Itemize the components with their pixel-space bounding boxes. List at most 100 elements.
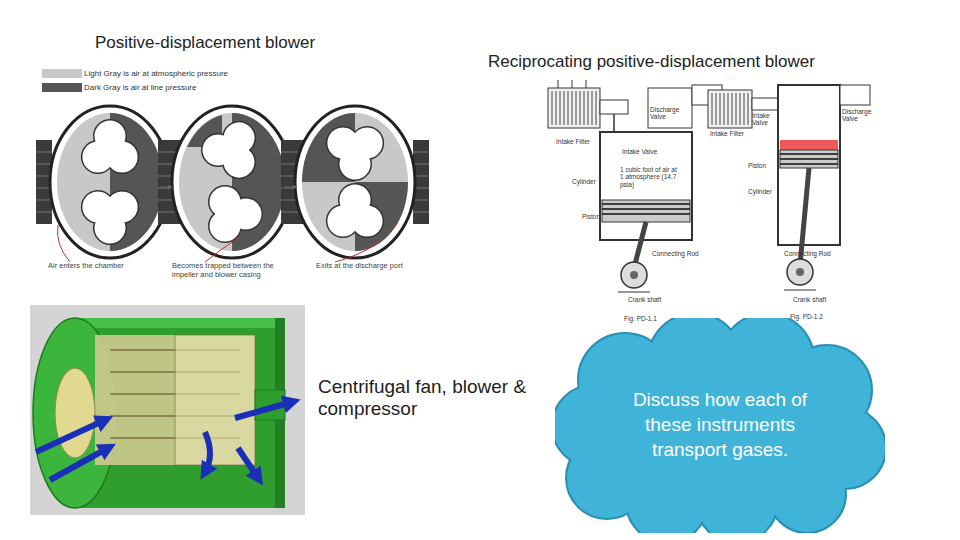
part-label: Discharge Valve (842, 108, 878, 123)
legend-entry: Light Gray is air at atmospheric pressur… (42, 66, 228, 80)
reciprocating-blower (752, 98, 778, 110)
reciprocating-blower (840, 85, 870, 105)
figure-number: Fig. PD-1.2 (790, 313, 823, 320)
reciprocating-blower (596, 91, 597, 125)
panel-heading: Centrifugal fan, blower & compressor (318, 376, 553, 420)
reciprocating-blower (613, 114, 615, 132)
part-label: Cylinder (748, 188, 772, 195)
reciprocating-blower (780, 154, 838, 164)
step-arrow (160, 187, 295, 188)
reciprocating-blower (602, 213, 690, 215)
part-label: Piston (582, 213, 600, 220)
reciprocating-blower (580, 91, 581, 125)
legend-swatch (42, 69, 82, 78)
centrifugal-blower (55, 368, 95, 458)
centrifugal-blower (95, 335, 255, 465)
reciprocating-blower (712, 93, 748, 125)
reciprocating-blower (602, 200, 690, 222)
reciprocating-blower (564, 91, 565, 125)
reciprocating-blower (780, 163, 838, 165)
part-label: Crank shaft (628, 296, 661, 303)
flow-arrow (36, 420, 105, 452)
part-label: Intake Filter (556, 138, 590, 145)
reciprocating-blower (548, 80, 722, 292)
intake-arrow (558, 80, 586, 88)
reciprocating-blower (744, 93, 745, 125)
lobe-blower (81, 119, 139, 174)
part-label: Intake Valve (752, 112, 778, 127)
reciprocating-blower (720, 93, 721, 125)
reciprocating-blower (584, 91, 585, 125)
lobe-blower (208, 185, 263, 243)
reciprocating-blower (784, 290, 816, 291)
thought-cloud: Discuss how each of these instruments tr… (555, 318, 885, 533)
lobe-blower (320, 109, 397, 187)
reciprocating-blower (740, 93, 741, 125)
reciprocating-blower (572, 91, 573, 125)
reciprocating-blower (618, 292, 650, 293)
part-label: Intake Filter (710, 130, 744, 137)
reciprocating-blower (634, 222, 646, 268)
reciprocating-blower (796, 268, 804, 276)
part-label: Piston (748, 162, 766, 169)
node-text-column: Discuss how each of these instruments tr… (613, 388, 828, 462)
reciprocating-blower (548, 88, 600, 128)
cloud-outline (555, 318, 885, 533)
reciprocating-blower (621, 262, 647, 288)
lobe-blower (281, 106, 429, 258)
part-label: Connecting Rod (652, 250, 699, 257)
panel-heading: Positive-displacement blower (95, 33, 315, 53)
reciprocating-blower (712, 93, 713, 125)
reciprocating-blower (552, 91, 596, 125)
node-text-holder: Discuss how each of these instruments tr… (555, 318, 885, 533)
lobe-blower (195, 109, 273, 186)
legend: Light Gray is air at atmospheric pressur… (42, 66, 228, 94)
cloud-outline (555, 386, 633, 466)
reciprocating-blower (592, 91, 593, 125)
legend-swatch (42, 83, 82, 92)
leader-line (58, 222, 399, 262)
part-label: Discharge Valve (650, 106, 690, 121)
cloud-fill (555, 386, 633, 466)
lobe-blower (75, 173, 152, 251)
leader-line (205, 238, 238, 262)
part-label: Crank shaft (793, 296, 826, 303)
reciprocating-blower (732, 93, 733, 125)
reciprocating-blower (728, 93, 729, 125)
step-caption: Air enters the chamber (48, 262, 124, 271)
reciprocating-blower (552, 91, 553, 125)
legend-entry: Dark Gray is air at line pressure (42, 80, 228, 94)
centrifugal-blower (30, 305, 305, 515)
leader-line (335, 222, 398, 262)
centrifugal-blower (75, 318, 285, 328)
reciprocating-blower (576, 91, 577, 125)
figure-number: Fig. PD-1.1 (624, 315, 657, 322)
reciprocating-blower (780, 150, 838, 168)
reciprocating-blower (716, 93, 717, 125)
reciprocating-blower (780, 153, 838, 155)
reciprocating-blower (602, 208, 690, 210)
part-label: Cylinder (572, 178, 596, 185)
step-caption: Becomes trapped between the impeller and… (172, 262, 297, 279)
reciprocating-blower (787, 259, 813, 285)
reciprocating-blower (556, 91, 557, 125)
flow-arrow (205, 432, 210, 472)
reciprocating-blower (630, 271, 638, 279)
intake-arrow (558, 80, 559, 88)
cloud-fill (555, 318, 885, 533)
intake-arrow (572, 80, 573, 88)
legend-text: Dark Gray is air at line pressure (84, 83, 196, 92)
lobe-blower (326, 183, 384, 238)
reciprocating-blower (602, 203, 690, 205)
reciprocating-blower (736, 93, 737, 125)
reciprocating-blower (780, 140, 838, 150)
part-label: 1 cubic foot of air at 1 atmosphere (14.… (620, 166, 682, 188)
reciprocating-blower (724, 93, 725, 125)
reciprocating-blower (588, 91, 589, 125)
lobe-blower (281, 106, 429, 258)
reciprocating-blower (708, 90, 752, 128)
reciprocating-blower (748, 93, 749, 125)
